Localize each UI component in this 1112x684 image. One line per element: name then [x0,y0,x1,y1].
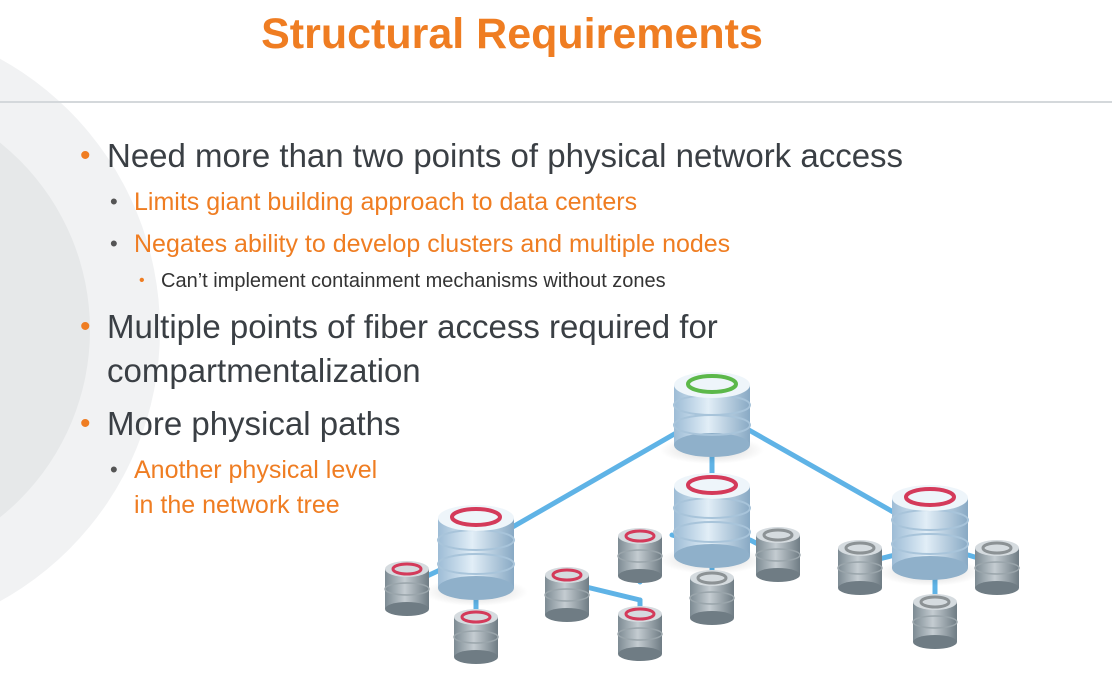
bullet-text-continued: compartmentalization [107,352,421,389]
bullet-item: • More physical paths [80,402,401,446]
bullet-dot: • [110,457,118,482]
bullet-dot: • [80,407,91,440]
bullet-text: Need more than two points of physical ne… [107,137,904,174]
database-leaf-icon [617,606,663,661]
sub-bullet-item: • Negates ability to develop clusters an… [110,227,731,262]
database-node-icon [878,485,982,586]
database-leaf-icon [689,570,735,625]
bullet-dot: • [80,139,91,172]
bullet-dot: • [139,272,145,289]
bullet-text: Negates ability to develop clusters and … [134,230,731,258]
bullet-item: • Multiple points of fiber access requir… [80,305,718,393]
database-leaf-icon [912,594,958,649]
bullet-item: • Need more than two points of physical … [80,134,904,178]
bullet-text: Can’t implement containment mechanisms w… [161,270,666,292]
database-node-icon [660,473,764,574]
database-root-icon [660,372,764,464]
database-leaf-icon [755,527,801,582]
database-leaf-icon [453,609,499,664]
database-node-icon [424,505,528,606]
sub-bullet-item: • Limits giant building approach to data… [110,185,638,220]
database-leaf-icon [837,540,883,595]
slide-title: Structural Requirements [261,10,763,58]
bullet-text: Limits giant building approach to data c… [134,188,638,216]
database-leaf-icon [384,561,430,616]
bullet-text-continued: in the network tree [134,491,340,519]
bullet-text: Another physical level [134,456,378,484]
bullet-dot: • [110,231,118,256]
sub-bullet-item: • Another physical level in the network … [110,453,378,523]
bullet-dot: • [110,189,118,214]
database-leaf-icon [974,540,1020,595]
bullet-text: More physical paths [107,405,401,442]
bullet-text: Multiple points of fiber access required… [107,308,718,345]
database-leaf-icon [617,528,663,583]
sub-sub-bullet-item: • Can’t implement containment mechanisms… [139,268,666,294]
database-leaf-icon [544,567,590,622]
bullet-dot: • [80,310,91,343]
title-divider [0,101,1112,103]
